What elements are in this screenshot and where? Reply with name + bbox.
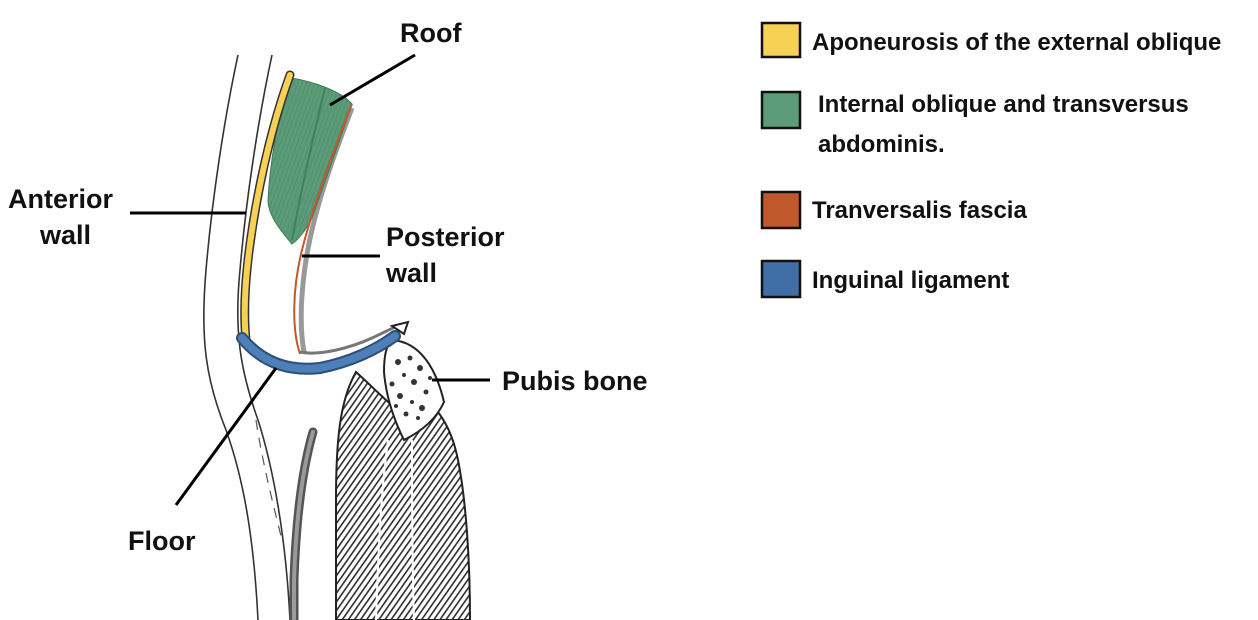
label-pubis-bone: Pubis bone xyxy=(502,366,648,396)
legend-item-aponeurosis: Aponeurosis of the external oblique xyxy=(762,23,1221,57)
label-posterior-wall-2: wall xyxy=(385,258,437,288)
legend-item-internal-oblique: Internal oblique and transversus abdomin… xyxy=(762,91,1189,158)
legend-label-internal-oblique-2: abdominis. xyxy=(818,131,945,158)
label-posterior-wall-1: Posterior xyxy=(386,222,505,252)
roof-leader xyxy=(330,55,415,105)
legend: Aponeurosis of the external oblique Inte… xyxy=(762,23,1221,297)
label-anterior-wall-1: Anterior xyxy=(8,184,114,214)
floor-leader xyxy=(176,368,276,505)
legend-swatch-yellow xyxy=(762,23,800,57)
legend-swatch-orange xyxy=(762,192,800,228)
legend-label-inguinal-ligament: Inguinal ligament xyxy=(812,267,1009,294)
spermatic-cord xyxy=(294,432,313,620)
label-anterior-wall-2: wall xyxy=(39,220,91,250)
legend-label-aponeurosis: Aponeurosis of the external oblique xyxy=(812,29,1221,56)
label-roof: Roof xyxy=(400,18,462,48)
legend-label-transversalis-fascia: Tranversalis fascia xyxy=(812,197,1027,224)
label-floor: Floor xyxy=(128,526,196,556)
legend-item-transversalis-fascia: Tranversalis fascia xyxy=(762,192,1027,228)
legend-swatch-green xyxy=(762,92,800,128)
legend-swatch-blue xyxy=(762,261,800,297)
legend-item-inguinal-ligament: Inguinal ligament xyxy=(762,261,1009,297)
legend-label-internal-oblique-1: Internal oblique and transversus xyxy=(818,91,1189,118)
